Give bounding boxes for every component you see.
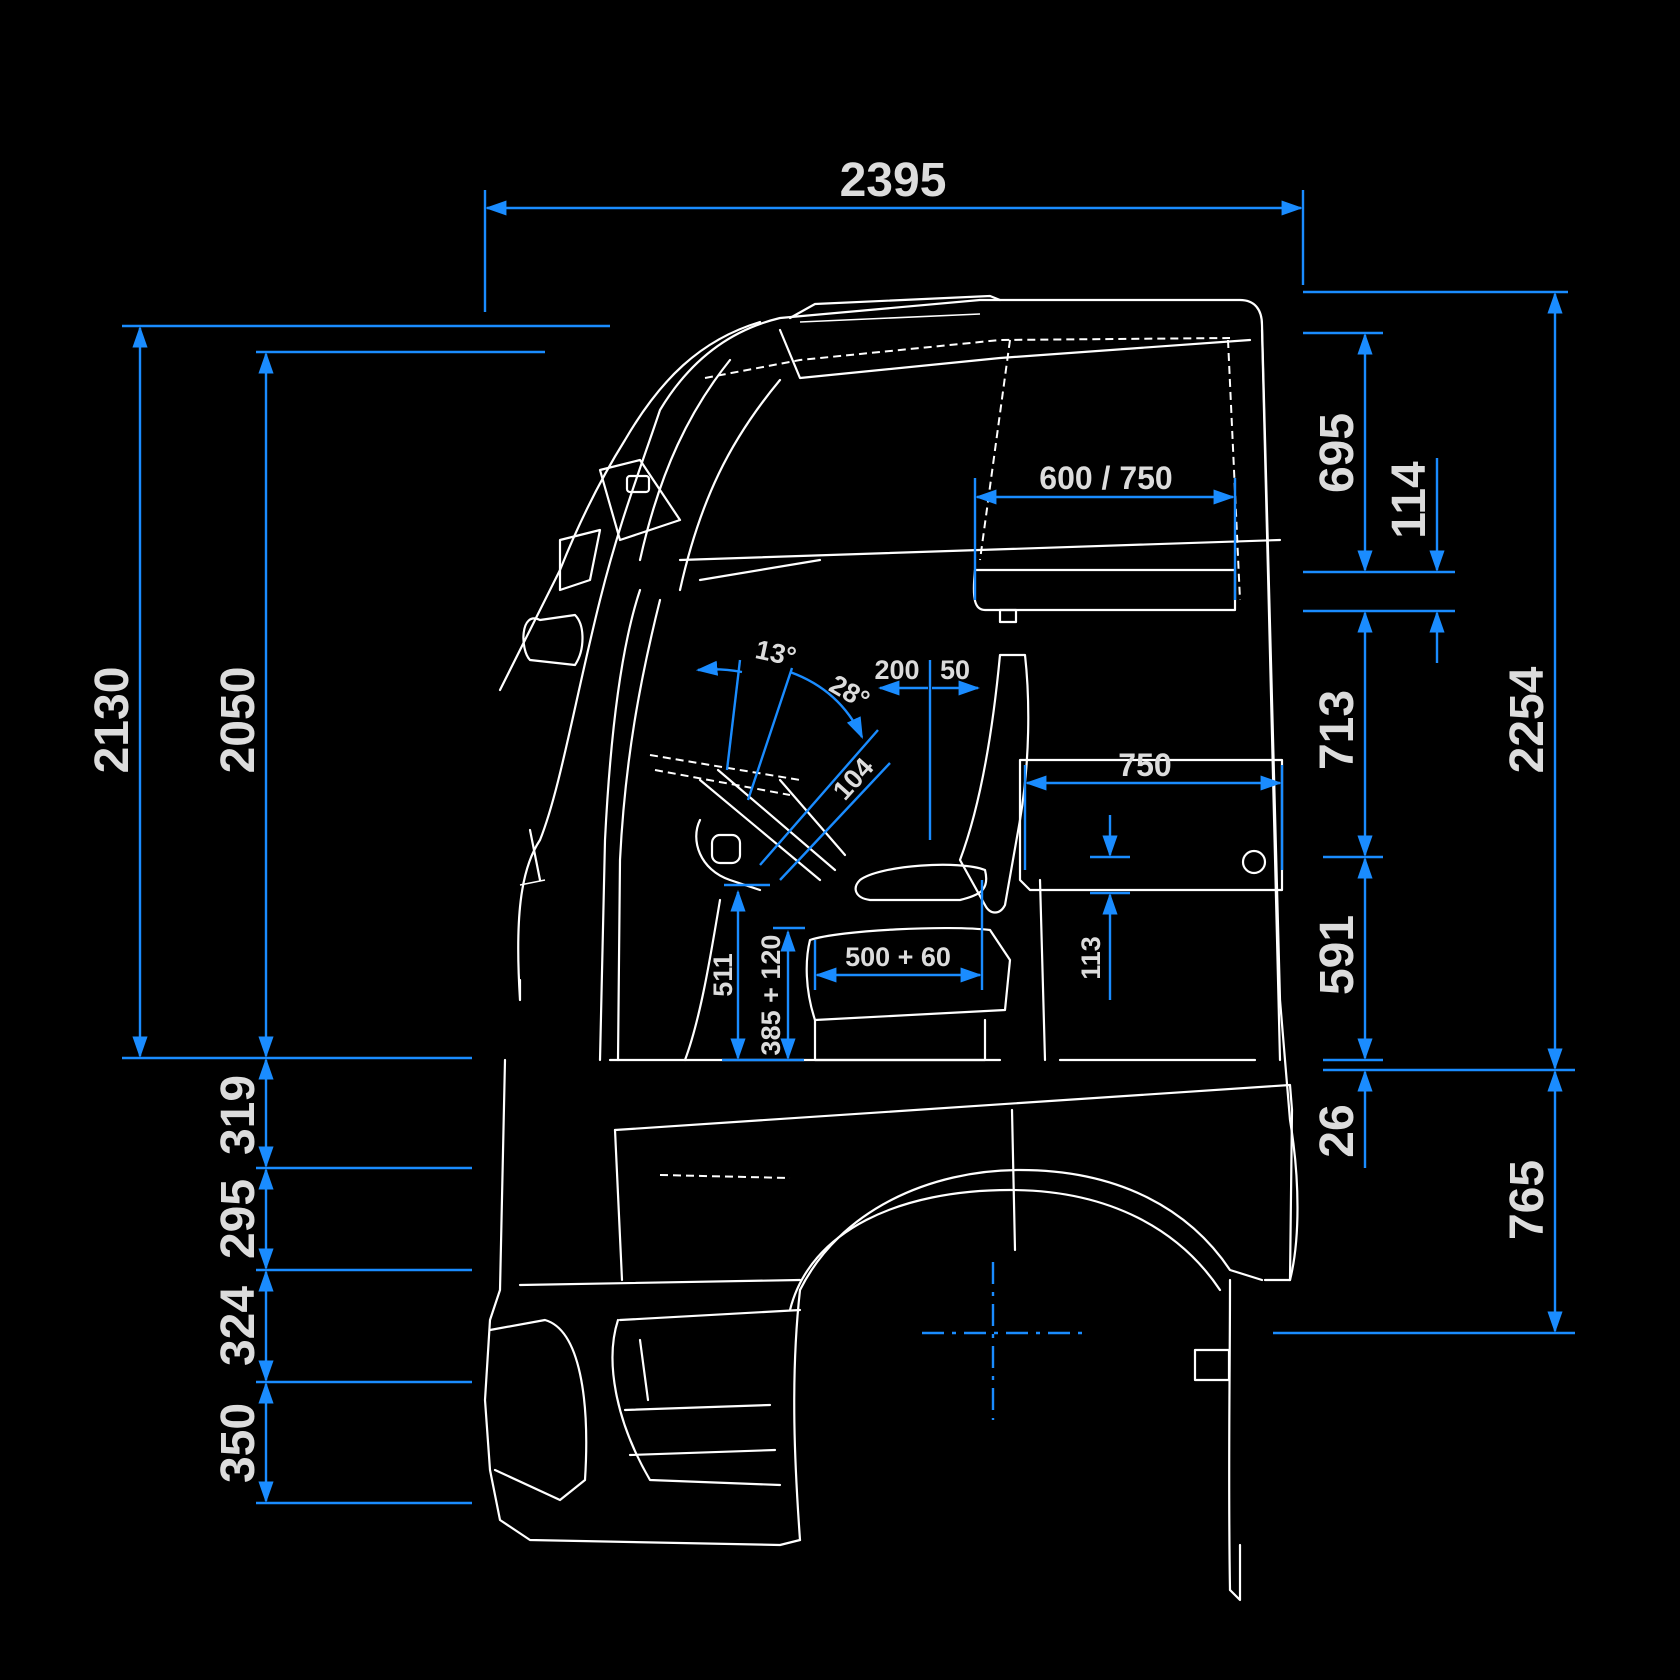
label-114: 114 [1383, 461, 1436, 539]
label-seat-height: 385 + 120 [756, 935, 786, 1056]
label-overall-length: 2395 [840, 154, 947, 207]
label-bunk-upper: 600 / 750 [1039, 460, 1172, 496]
label-26: 26 [1311, 1104, 1364, 1157]
dimension-lines [122, 190, 1575, 1505]
label-324: 324 [212, 1286, 265, 1366]
label-350: 350 [212, 1403, 265, 1483]
label-765: 765 [1501, 1160, 1554, 1240]
label-height-2130: 2130 [86, 667, 139, 774]
label-713: 713 [1311, 690, 1364, 770]
label-113: 113 [1076, 936, 1106, 980]
label-50: 50 [940, 655, 970, 685]
label-angle-28: 28° [824, 669, 874, 715]
label-200: 200 [874, 655, 919, 685]
label-angle-13: 13° [753, 634, 799, 672]
cab-outline [483, 294, 1299, 1602]
label-295: 295 [212, 1179, 265, 1259]
label-591: 591 [1311, 915, 1364, 995]
dimension-labels: 2395 2130 2050 319 295 324 350 695 114 7… [86, 154, 1554, 1483]
label-104: 104 [827, 752, 879, 806]
label-bunk-lower: 750 [1118, 747, 1171, 783]
label-695: 695 [1311, 413, 1364, 493]
label-height-2050: 2050 [212, 667, 265, 774]
label-511: 511 [708, 953, 738, 997]
label-2254: 2254 [1501, 666, 1554, 773]
label-319: 319 [212, 1075, 265, 1155]
label-seat-depth: 500 + 60 [845, 942, 951, 972]
